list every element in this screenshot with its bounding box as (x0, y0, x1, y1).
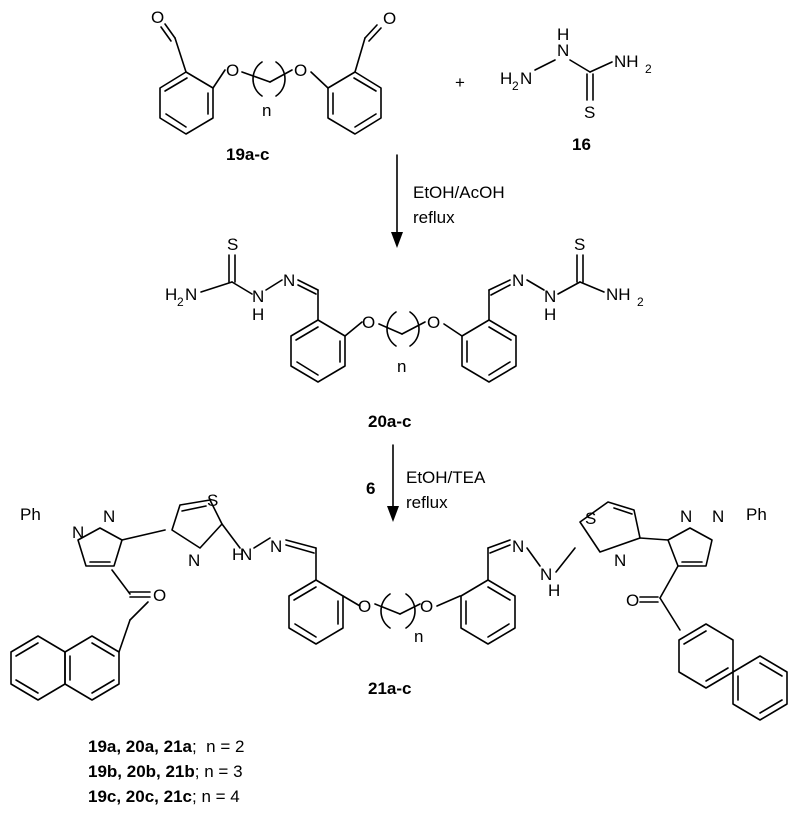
ether-o-right-20: O (427, 313, 440, 332)
benzene-ring-left (159, 71, 214, 135)
naphthalene-ring-right-a (678, 623, 734, 689)
benzene-ring-right-21 (460, 579, 516, 645)
compound-label-16: 16 (572, 135, 591, 154)
chain-length-n-20: n (397, 357, 406, 376)
benzene-ring-right-20 (461, 319, 517, 383)
naphthalene-ring-left-b (64, 635, 120, 701)
ketone-oxygen-left: O (153, 586, 166, 605)
structure-20a-c: S H 2 N N H N O n O N (165, 235, 644, 431)
thione-sulfur: S (584, 103, 595, 122)
pyrazole-n2-left: N (103, 507, 115, 526)
hydrazide-n-right: N (544, 287, 556, 306)
pyrazole-ring-right (667, 527, 713, 567)
h2n-h: H (500, 69, 512, 88)
legend-value-b: n = 3 (204, 762, 243, 781)
amine-nh-right: NH (606, 285, 631, 304)
legend-compounds-b: 19b, 20b, 21b (88, 762, 195, 781)
legend-value-a: n = 2 (206, 737, 245, 756)
legend-row-a: 19a, 20a, 21a; n = 2 (88, 737, 245, 756)
ether-o-left-20: O (362, 313, 375, 332)
hydrazine-n: N (557, 41, 569, 60)
legend-row-b: 19b, 20b, 21b; n = 3 (88, 762, 243, 781)
amine-subscript: 2 (645, 62, 652, 76)
hydrazone-nh-n-left: N (240, 545, 252, 564)
aldehyde-oxygen-left: O (151, 8, 164, 27)
thione-s-right: S (574, 235, 585, 254)
hydrazone-nh-n-right: N (540, 565, 552, 584)
hydrazine-h: H (557, 25, 569, 44)
legend-row-c: 19c, 20c, 21c; n = 4 (88, 787, 240, 806)
structure-21a-c: O Ph N N S N N H N O n O (10, 491, 788, 721)
h2n-subscript: 2 (512, 79, 519, 93)
hydrazide-h-right: H (544, 305, 556, 324)
legend-value-c: n = 4 (201, 787, 240, 806)
reaction-arrow-1: EtOH/AcOH reflux (391, 154, 505, 248)
step1-mode: reflux (413, 208, 455, 227)
amine-subscript-right: 2 (637, 295, 644, 309)
pyrazole-n2-right: N (680, 507, 692, 526)
thiazole-ring-left (171, 499, 223, 549)
step2-reagent: 6 (366, 479, 375, 498)
benzene-ring-left-21 (288, 579, 344, 645)
thiazole-ring-right (579, 501, 641, 553)
benzene-ring-right (327, 71, 382, 135)
legend-compounds-a: 19a, 20a, 21a (88, 737, 192, 756)
naphthalene-ring-left-a (10, 635, 66, 701)
amine-h2n-left: H (165, 285, 177, 304)
phenyl-right: Ph (746, 505, 767, 524)
ether-oxygen-right: O (294, 61, 307, 80)
amine-n-left: N (185, 285, 197, 304)
ether-oxygen-left: O (226, 61, 239, 80)
hydrazide-h-left: H (252, 305, 264, 324)
ether-o-left-21: O (358, 597, 371, 616)
thiazole-n-left: N (188, 551, 200, 570)
structure-16: H 2 N N H NH 2 S 16 (500, 25, 652, 154)
chain-length-n-19: n (262, 101, 271, 120)
substituent-legend: 19a, 20a, 21a; n = 2 19b, 20b, 21b; n = … (88, 734, 244, 809)
hydrazide-n-left: N (252, 287, 264, 306)
pyrazole-ring-left (77, 527, 123, 567)
compound-label-20a-c: 20a-c (368, 412, 411, 431)
plus-sign: + (455, 73, 465, 92)
naphthalene-ring-right-b (732, 655, 788, 721)
compound-label-21a-c: 21a-c (368, 679, 411, 698)
ether-o-right-21: O (420, 597, 433, 616)
amine-nh: NH (614, 52, 639, 71)
compound-label-19a-c: 19a-c (226, 145, 269, 164)
structure-19a-c: O O n O O 19a-c (151, 8, 396, 164)
step2-conditions: EtOH/TEA (406, 468, 486, 487)
thione-s-left: S (227, 235, 238, 254)
step2-mode: reflux (406, 493, 448, 512)
hydrazone-nh-h-right: H (548, 581, 560, 600)
pyrazole-n1-left: N (72, 523, 84, 542)
chain-length-n-21: n (414, 627, 423, 646)
aldehyde-oxygen-right: O (383, 9, 396, 28)
ketone-oxygen-right: O (626, 591, 639, 610)
phenyl-left: Ph (20, 505, 41, 524)
hydrazone-nh-h-left: H (232, 545, 244, 564)
h2n-n: N (520, 69, 532, 88)
thiazole-s-left: S (207, 491, 218, 510)
thiazole-s-right: S (585, 509, 596, 528)
benzene-ring-left-20 (290, 319, 346, 383)
thiazole-n-right: N (614, 551, 626, 570)
legend-compounds-c: 19c, 20c, 21c (88, 787, 192, 806)
step1-conditions: EtOH/AcOH (413, 183, 505, 202)
amine-subscript-left: 2 (177, 295, 184, 309)
pyrazole-n1-right: N (712, 507, 724, 526)
reaction-arrow-2: 6 EtOH/TEA reflux (366, 444, 486, 522)
hydrazone-imine-n-right: N (512, 537, 524, 556)
imine-n-left: N (283, 271, 295, 290)
imine-n-right: N (512, 271, 524, 290)
hydrazone-imine-n-left: N (270, 537, 282, 556)
